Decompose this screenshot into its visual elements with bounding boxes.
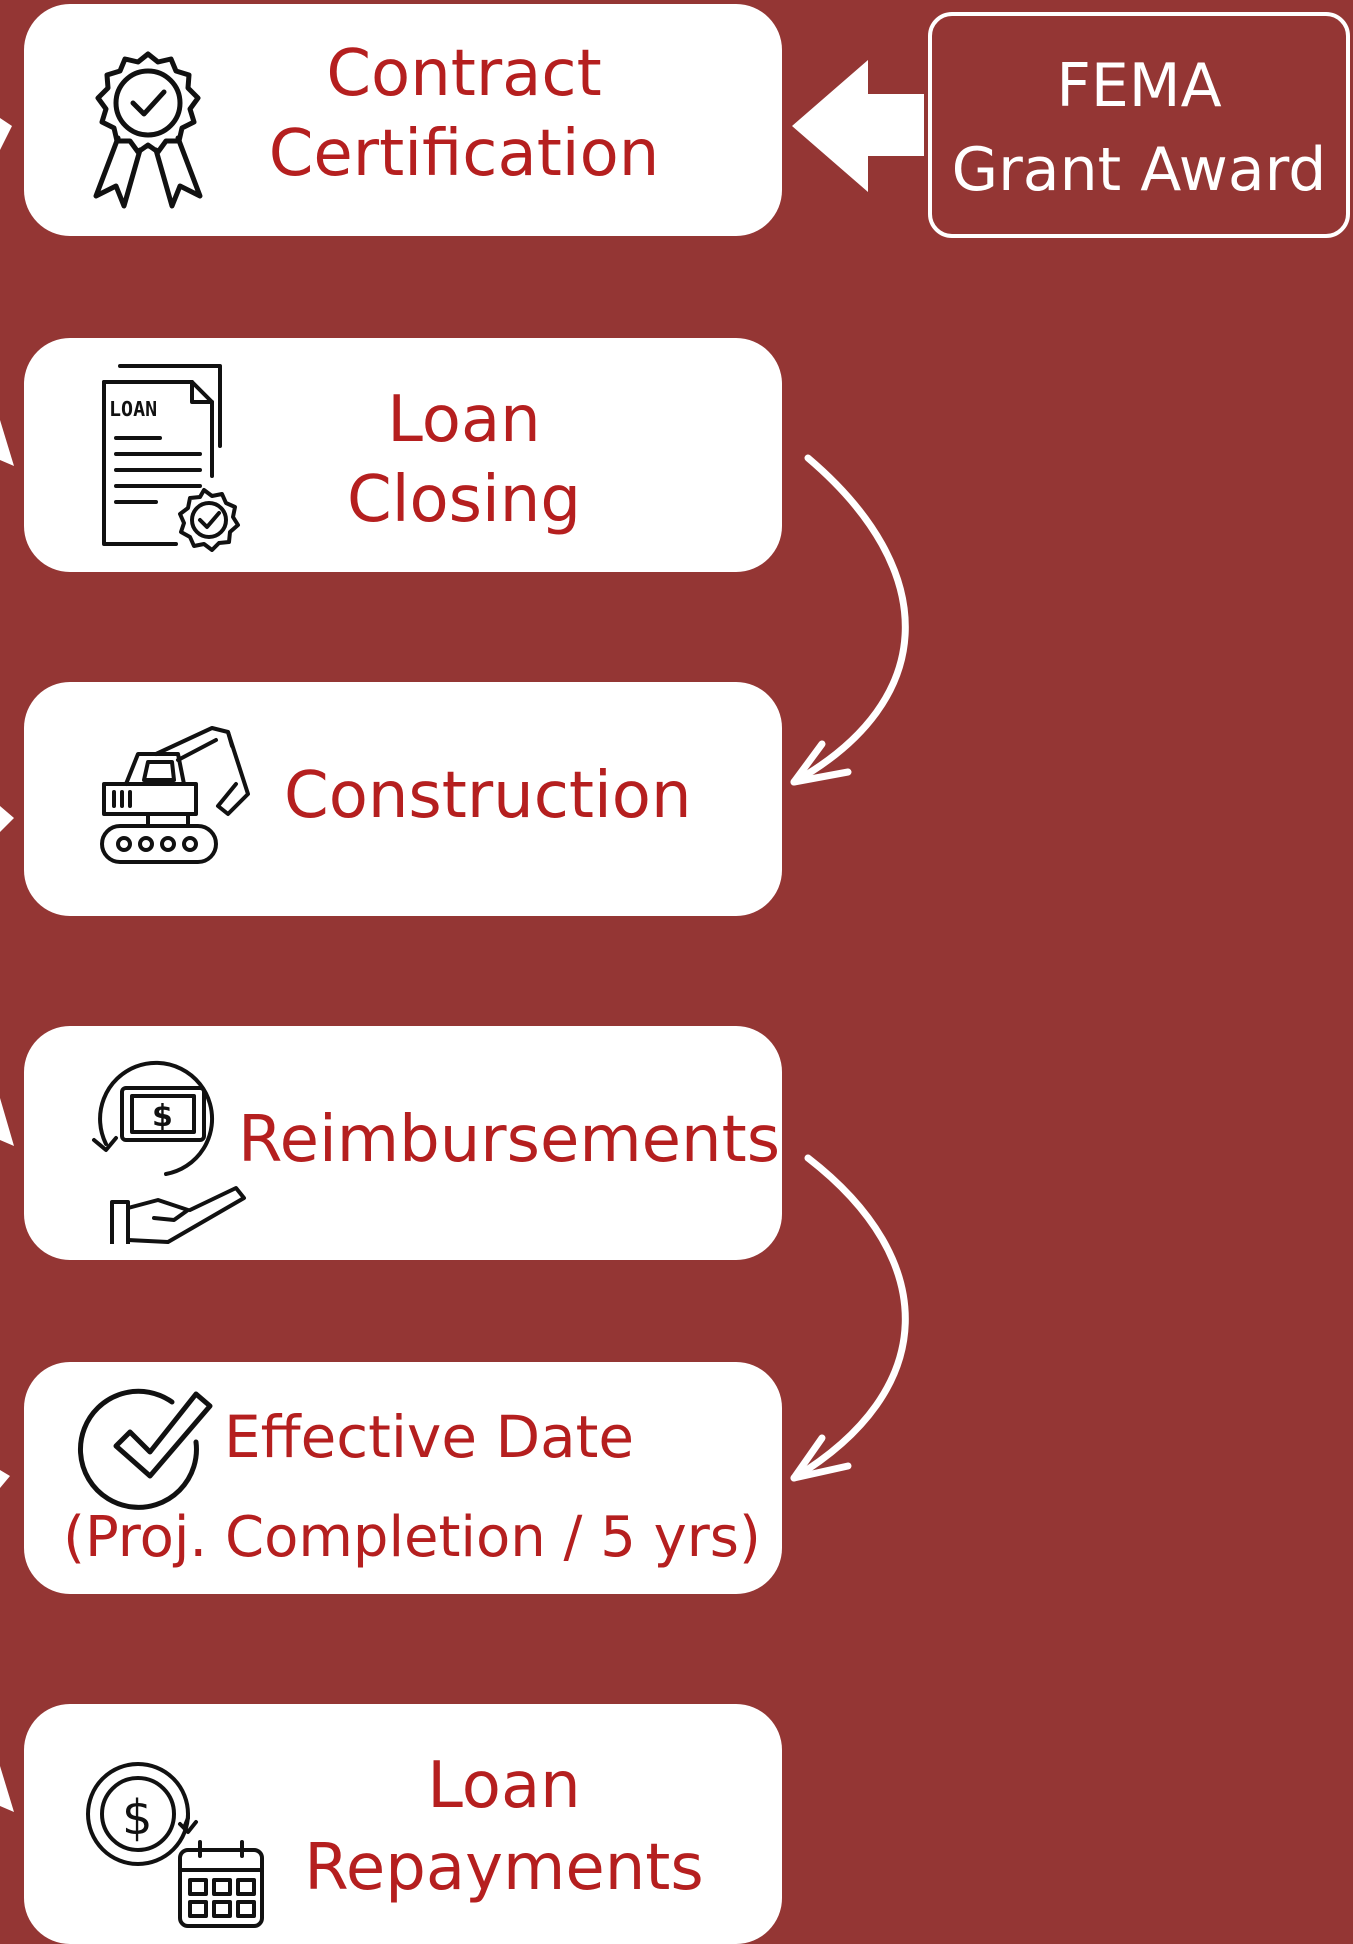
fema-grant-award-box: FEMA Grant Award [928,12,1350,238]
dollar-calendar-icon: $ [86,1762,264,1928]
grant-award-label: Grant Award [951,135,1327,205]
excavator-icon [100,726,250,864]
step-reimbursements: $ Reimbursements [24,1026,782,1260]
fema-to-certification-arrow [792,60,924,192]
loan-repay-label: Loan [427,1749,581,1823]
step-contract-certification: Contract Certification [24,4,782,236]
loan-document-icon: LOAN [102,364,240,552]
certificate-badge-icon [93,51,203,209]
dollar-icon-text: $ [152,1099,173,1134]
repayment-dollar-text: $ [122,1790,153,1846]
fema-label: FEMA [1056,51,1222,121]
left-edge-arrow-6 [0,1766,14,1812]
step-loan-repayments: $ Loan Repayments [24,1704,782,1944]
construction-label: Construction [284,759,692,833]
effective-date-label: Effective Date [224,1403,635,1471]
closing-to-construction-arrow [790,454,909,786]
left-edge-arrow-2 [0,420,14,466]
step-loan-closing: LOAN Loan Closing [24,338,782,572]
closing-label: Closing [347,463,581,537]
money-hand-icon: $ [92,1060,246,1244]
loan-icon-text: LOAN [109,397,157,421]
step-effective-date: Effective Date (Proj. Completion / 5 yrs… [24,1362,782,1594]
left-edge-arrow-1 [0,118,12,150]
checkmark-circle-icon [77,1388,213,1510]
reimbursements-label: Reimbursements [238,1103,781,1177]
repayments-label: Repayments [304,1831,704,1905]
left-edge-arrow-3 [0,806,14,832]
left-edge-arrow-5 [0,1470,10,1488]
reimburse-to-effective-arrow [790,1154,909,1482]
contract-label: Contract [326,37,602,111]
left-edge-arrow-4 [0,1098,14,1146]
effective-date-subtitle: (Proj. Completion / 5 yrs) [63,1505,761,1570]
loan-label: Loan [387,383,541,457]
step-construction: Construction [24,682,782,916]
certification-label: Certification [268,117,660,191]
